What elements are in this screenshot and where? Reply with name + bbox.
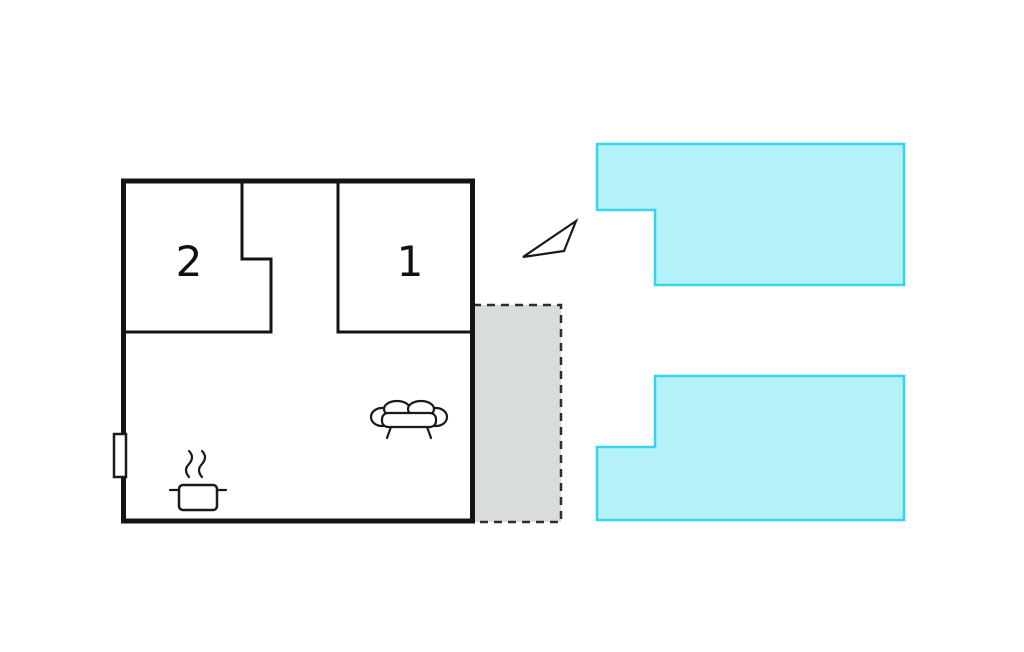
interior-walls (126, 181, 471, 334)
site-block-upper (595, 142, 906, 287)
cooking-pot-icon (168, 449, 228, 512)
sofa-icon (369, 399, 449, 440)
window-icon (112, 432, 128, 479)
building-outline (121, 178, 475, 524)
north-arrow-icon (522, 218, 579, 259)
terrace-area (471, 303, 563, 524)
room-1-label: 1 (397, 237, 424, 286)
room-2-label: 2 (176, 237, 203, 286)
site-block-lower (595, 374, 906, 522)
